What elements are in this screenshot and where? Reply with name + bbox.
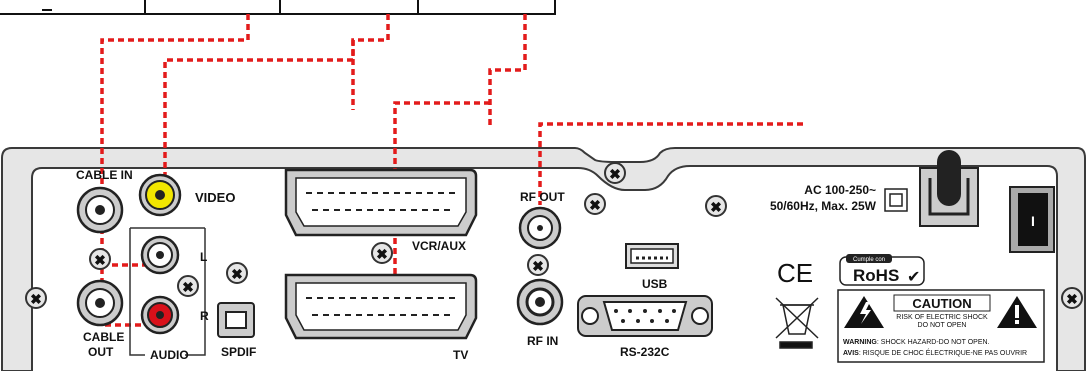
svg-text:✖: ✖	[182, 279, 194, 295]
screw-icon: ✖	[177, 275, 199, 297]
rf-out-connector	[518, 206, 562, 250]
power-rating-line1: AC 100-250~	[804, 183, 876, 197]
screw-icon: ✖	[89, 248, 111, 270]
tv-label: TV	[453, 348, 468, 362]
svg-text:✖: ✖	[30, 291, 42, 307]
screw-icon: ✖	[371, 242, 393, 264]
power-switch-label: I	[1031, 213, 1035, 229]
wire-rf	[488, 14, 527, 128]
usb-port	[625, 243, 679, 269]
avis-line: AVIS: RISQUE DE CHOC ÉLECTRIQUE-NE PAS O…	[843, 348, 1027, 357]
svg-text:✖: ✖	[710, 199, 722, 215]
warning-text: : SHOCK HAZARD-DO NOT OPEN.	[877, 339, 990, 346]
screw-icon: ✖	[226, 262, 248, 284]
cable-in-connector	[76, 186, 124, 234]
rf-out-label: RF OUT	[520, 190, 565, 204]
svg-text:✖: ✖	[589, 197, 601, 213]
double-insulation-icon	[884, 188, 908, 212]
caution-sub-1: RISK OF ELECTRIC SHOCK	[896, 314, 988, 321]
svg-text:✖: ✖	[94, 252, 106, 268]
svg-text:✖: ✖	[609, 166, 621, 182]
caution-title: CAUTION	[912, 296, 971, 311]
wire-rfout	[538, 122, 803, 205]
audio-l-jack	[140, 235, 180, 275]
audio-l-label: L	[200, 250, 207, 264]
caution-sub-2: DO NOT OPEN	[918, 322, 967, 329]
screw-icon: ✖	[584, 193, 606, 215]
spdif-label: SPDIF	[221, 345, 256, 359]
screw-icon: ✖	[1061, 287, 1083, 309]
svg-text:✖: ✖	[376, 246, 388, 262]
usb-label: USB	[642, 277, 668, 291]
ce-mark: CE	[777, 258, 813, 288]
svg-text:✖: ✖	[231, 266, 243, 282]
screw-icon: ✖	[25, 287, 47, 309]
caution-label: CAUTION RISK OF ELECTRIC SHOCK DO NOT OP…	[837, 289, 1045, 363]
wiring	[100, 14, 803, 327]
wire-tv	[393, 101, 490, 308]
wire-cable	[100, 14, 250, 327]
power-switch[interactable]: I	[1009, 186, 1055, 253]
rohs-text: RoHS	[853, 266, 899, 285]
scart-vcr-connector	[284, 168, 478, 237]
weee-bin-icon	[775, 297, 819, 349]
audio-label: AUDIO	[150, 348, 189, 362]
avis-text: : RISQUE DE CHOC ÉLECTRIQUE-NE PAS OUVRI…	[859, 348, 1027, 357]
cable-out-label-1: CABLE	[83, 330, 124, 344]
cable-out-connector	[76, 279, 124, 327]
audio-r-jack	[140, 295, 180, 335]
svg-text:✖: ✖	[1066, 291, 1078, 307]
top-table	[0, 0, 556, 15]
rf-in-label: RF IN	[527, 334, 558, 348]
screws: ✖ ✖ ✖ ✖ ✖ ✖ ✖ ✖ ✖ ✖	[25, 162, 1083, 309]
audio-r-label: R	[200, 309, 209, 323]
power-rating-line2: 50/60Hz, Max. 25W	[770, 199, 877, 213]
vcr-aux-label: VCR/AUX	[412, 239, 466, 253]
rohs-top-text: Cumple con	[853, 257, 885, 263]
scart-tv-connector	[284, 273, 478, 340]
audio-bracket	[129, 227, 206, 356]
spdif-port	[217, 302, 255, 338]
video-jack	[138, 173, 182, 217]
rohs-check-icon: ✔	[907, 267, 920, 286]
wire-video	[351, 14, 390, 110]
rf-in-connector	[516, 278, 564, 326]
power-cord-icon	[919, 150, 979, 227]
warning-line: WARNING: SHOCK HAZARD-DO NOT OPEN.	[843, 339, 990, 346]
rohs-badge: Cumple con RoHS ✔	[839, 254, 925, 286]
cable-out-label-2: OUT	[88, 345, 114, 359]
warning-label: WARNING	[843, 339, 877, 346]
wire-video-2	[163, 40, 355, 180]
cable-in-label: CABLE IN	[76, 168, 133, 182]
rs232c-port	[577, 295, 713, 337]
svg-text:✖: ✖	[532, 258, 544, 274]
avis-label: AVIS	[843, 350, 859, 357]
screw-icon: ✖	[527, 254, 549, 276]
video-label: VIDEO	[195, 190, 235, 205]
screw-icon: ✖	[604, 162, 626, 184]
rs232c-label: RS-232C	[620, 345, 670, 359]
screw-icon: ✖	[705, 195, 727, 217]
